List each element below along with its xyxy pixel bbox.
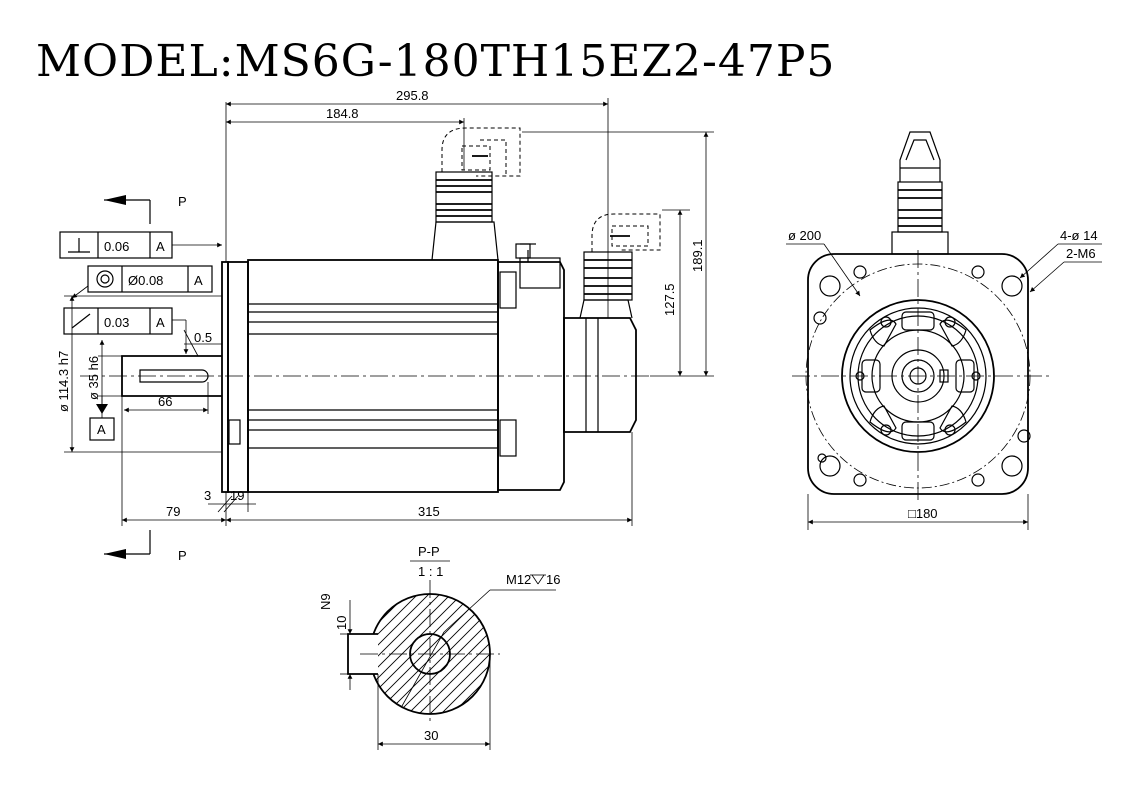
hatch-line (370, 594, 450, 714)
hatch-line (370, 594, 439, 714)
dim-0-5-label: 0.5 (194, 330, 212, 345)
perp-datum: A (156, 239, 165, 254)
encoder-connector (579, 213, 661, 319)
m12-label: M12 (506, 572, 531, 587)
concentricity-icon (96, 270, 114, 288)
dim-35-label: ø 35 h6 (86, 356, 101, 400)
conc-value: Ø0.08 (128, 273, 163, 288)
hatch-line (387, 594, 490, 714)
flange (221, 261, 249, 493)
dim-114-3: ø 114.3 h7 (56, 295, 222, 453)
section-marker-bottom: P (104, 530, 187, 563)
model-title: MODEL:MS6G-180TH15EZ2-47P5 (36, 36, 835, 87)
m12-depth-label: 16 (546, 572, 560, 587)
runout-icon (71, 313, 91, 329)
dim-4x14: 4-ø 14 (1019, 228, 1102, 279)
dim-10-label: 10 (334, 616, 349, 630)
hatch-line (201, 574, 361, 734)
dim-2m6: 2-M6 (1029, 246, 1102, 293)
front-connector (891, 131, 949, 255)
shaft (121, 355, 222, 397)
front-view: ø 200 4-ø 14 2-M6 □180 (786, 131, 1102, 530)
depth-icon (530, 574, 546, 585)
dim-180-label: □180 (908, 506, 938, 521)
dim-66-label: 66 (158, 394, 172, 409)
gdt-concentricity: Ø0.08 A (71, 265, 213, 299)
hatch-line (509, 574, 669, 734)
hatch-line (420, 594, 490, 714)
dim-127-5-label: 127.5 (662, 283, 677, 316)
runout-datum: A (156, 315, 165, 330)
perp-value: 0.06 (104, 239, 129, 254)
dim-66: 66 (124, 382, 209, 414)
n9-label: N9 (318, 593, 333, 610)
dim-0-5: 0.5 (183, 329, 222, 357)
dim-127-5: 127.5 (662, 209, 690, 376)
section-marker-top: P (104, 194, 187, 224)
gdt-runout: 0.03 A (63, 307, 189, 354)
section-scale: 1 : 1 (418, 564, 443, 579)
dim-bottom: 79 3 19 315 (121, 396, 633, 526)
power-connector (431, 127, 521, 261)
runout-value: 0.03 (104, 315, 129, 330)
conc-datum: A (194, 273, 203, 288)
dim-4x14-label: 4-ø 14 (1060, 228, 1098, 243)
dim-315-label: 315 (418, 504, 440, 519)
dim-180: □180 (807, 494, 1029, 530)
section-title: P-P (418, 544, 440, 559)
dim-189-1: 189.1 (522, 131, 714, 377)
dim-189-1-label: 189.1 (690, 239, 705, 272)
hatch-line (486, 594, 490, 714)
dim-295-8: 295.8 (225, 88, 609, 318)
dim-2m6-label: 2-M6 (1066, 246, 1096, 261)
datum-a-box: A (89, 396, 115, 441)
mounting-holes (813, 265, 1031, 487)
hatch-line (498, 574, 658, 734)
section-label-top: P (178, 194, 187, 209)
dim-phi-200-label: ø 200 (788, 228, 821, 243)
datum-a-label: A (97, 422, 106, 437)
dim-79-label: 79 (166, 504, 180, 519)
motor-body (247, 243, 637, 493)
dim-30-label: 30 (424, 728, 438, 743)
dim-184-8: 184.8 (226, 106, 465, 170)
dim-295-8-label: 295.8 (396, 88, 429, 103)
dim-19-label: 19 (230, 488, 244, 503)
hatch-line (442, 594, 490, 714)
dim-phi-200: ø 200 (786, 228, 861, 297)
hatch-line (370, 594, 461, 714)
dim-3-label: 3 (204, 488, 211, 503)
dim-114-3-label: ø 114.3 h7 (56, 351, 71, 412)
section-label-bottom: P (178, 548, 187, 563)
section-view: P-P 1 : 1 M12 16 N9 10 3 (201, 544, 669, 750)
dim-184-8-label: 184.8 (326, 106, 359, 121)
gdt-perpendicularity: 0.06 A (59, 231, 222, 259)
hatch-line (409, 594, 490, 714)
side-view: 295.8 184.8 189.1 127.5 0.5 (56, 88, 714, 563)
